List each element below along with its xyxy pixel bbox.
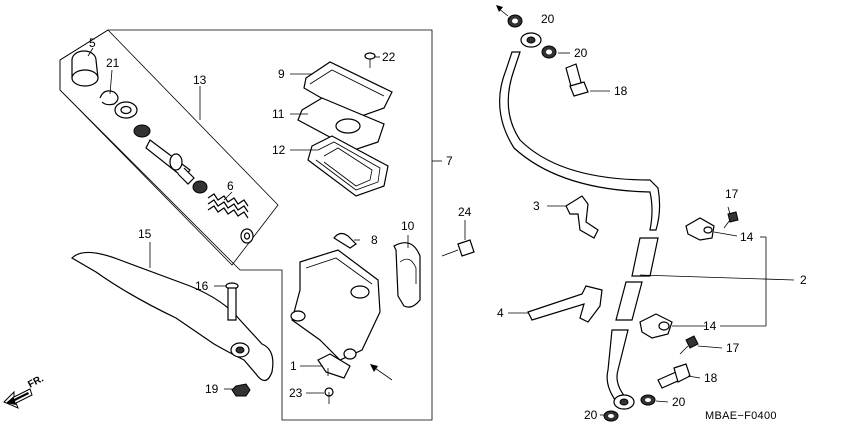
sealing-washer-part-20-c bbox=[603, 410, 619, 422]
holder-part-10 bbox=[393, 242, 421, 308]
callout-18-b: 18 bbox=[704, 371, 718, 385]
diagram-code: MBAE−F0400 bbox=[705, 410, 777, 422]
bolt-part-24 bbox=[441, 239, 475, 257]
callout-9: 9 bbox=[278, 67, 285, 81]
callout-13: 13 bbox=[193, 73, 207, 87]
hose-bracket-part-3 bbox=[565, 195, 599, 239]
callout-6: 6 bbox=[227, 179, 234, 193]
piston-seal bbox=[133, 124, 151, 138]
switch-screw-part-23 bbox=[324, 387, 334, 404]
hose-bracket-part-4 bbox=[527, 285, 603, 323]
brake-lever-part-15 bbox=[71, 251, 274, 382]
hose-clamp-part-14-a bbox=[685, 217, 715, 241]
callout-17-a: 17 bbox=[725, 187, 739, 201]
leader-lines bbox=[87, 17, 795, 416]
callout-22: 22 bbox=[382, 50, 396, 64]
hose-banjo-bottom bbox=[613, 394, 635, 410]
diaphragm-plate-part-11 bbox=[297, 97, 385, 151]
sealing-washer-part-20-d bbox=[640, 394, 656, 406]
callout-20-c: 20 bbox=[584, 408, 598, 422]
switch-part-1 bbox=[317, 353, 351, 379]
callout-20-d: 20 bbox=[672, 395, 686, 409]
callout-10: 10 bbox=[401, 219, 415, 233]
piston-part bbox=[145, 139, 195, 185]
hose-clamp-part-14-b bbox=[639, 313, 673, 339]
callout-21: 21 bbox=[106, 56, 120, 70]
brake-hose-part-2 bbox=[499, 51, 661, 405]
cap-screw-part-22 bbox=[364, 52, 376, 68]
callout-8: 8 bbox=[371, 233, 378, 247]
clamp-bolt-part-17-a bbox=[723, 211, 739, 229]
oil-bolt-part-18-a bbox=[565, 63, 589, 97]
piston-kit-frame-13 bbox=[59, 29, 279, 266]
cup-seal bbox=[192, 180, 208, 194]
screw-part-8 bbox=[333, 232, 357, 249]
callout-7: 7 bbox=[446, 154, 453, 168]
clamp-bolt-part-17-b bbox=[679, 335, 699, 355]
end-washer bbox=[240, 228, 254, 244]
callout-4: 4 bbox=[497, 306, 504, 320]
callout-15: 15 bbox=[138, 227, 152, 241]
pivot-nut-part-19 bbox=[231, 383, 251, 397]
hose-banjo-top bbox=[520, 32, 542, 48]
callout-labels: 5 21 13 6 9 11 12 22 7 8 10 24 15 16 19 … bbox=[89, 12, 807, 422]
circlip-part-21 bbox=[99, 90, 119, 106]
arrow-to-washer bbox=[496, 5, 509, 17]
callout-19: 19 bbox=[205, 382, 219, 396]
callout-16: 16 bbox=[195, 279, 209, 293]
direction-arrow bbox=[370, 364, 393, 381]
reservoir-cap-part-9 bbox=[303, 61, 393, 119]
callout-14-b: 14 bbox=[703, 319, 717, 333]
callout-23: 23 bbox=[289, 386, 303, 400]
callout-1: 1 bbox=[290, 359, 297, 373]
diaphragm-part-12 bbox=[307, 135, 389, 197]
callout-3: 3 bbox=[533, 199, 540, 213]
spring-part-6 bbox=[207, 193, 249, 219]
pivot-bolt-part-16 bbox=[225, 282, 239, 321]
callout-5: 5 bbox=[89, 36, 96, 50]
master-cylinder-body bbox=[290, 249, 381, 361]
fr-label: FR. bbox=[26, 373, 46, 390]
washer-ring bbox=[114, 101, 138, 119]
callout-12: 12 bbox=[272, 143, 286, 157]
front-direction-indicator: FR. bbox=[3, 373, 46, 409]
callout-11: 11 bbox=[272, 107, 285, 121]
callout-20-a: 20 bbox=[541, 12, 555, 26]
assembly-frame-7 bbox=[59, 29, 433, 421]
sealing-washer-part-20-a bbox=[507, 14, 523, 28]
callout-24: 24 bbox=[458, 205, 472, 219]
callout-20-b: 20 bbox=[574, 46, 588, 60]
callout-18-a: 18 bbox=[614, 84, 628, 98]
callout-17-b: 17 bbox=[726, 341, 740, 355]
boot-part-5 bbox=[71, 50, 99, 87]
callout-14-a: 14 bbox=[740, 230, 754, 244]
callout-2: 2 bbox=[800, 273, 807, 287]
sealing-washer-part-20-b bbox=[541, 45, 557, 59]
oil-bolt-part-18-b bbox=[657, 363, 691, 389]
